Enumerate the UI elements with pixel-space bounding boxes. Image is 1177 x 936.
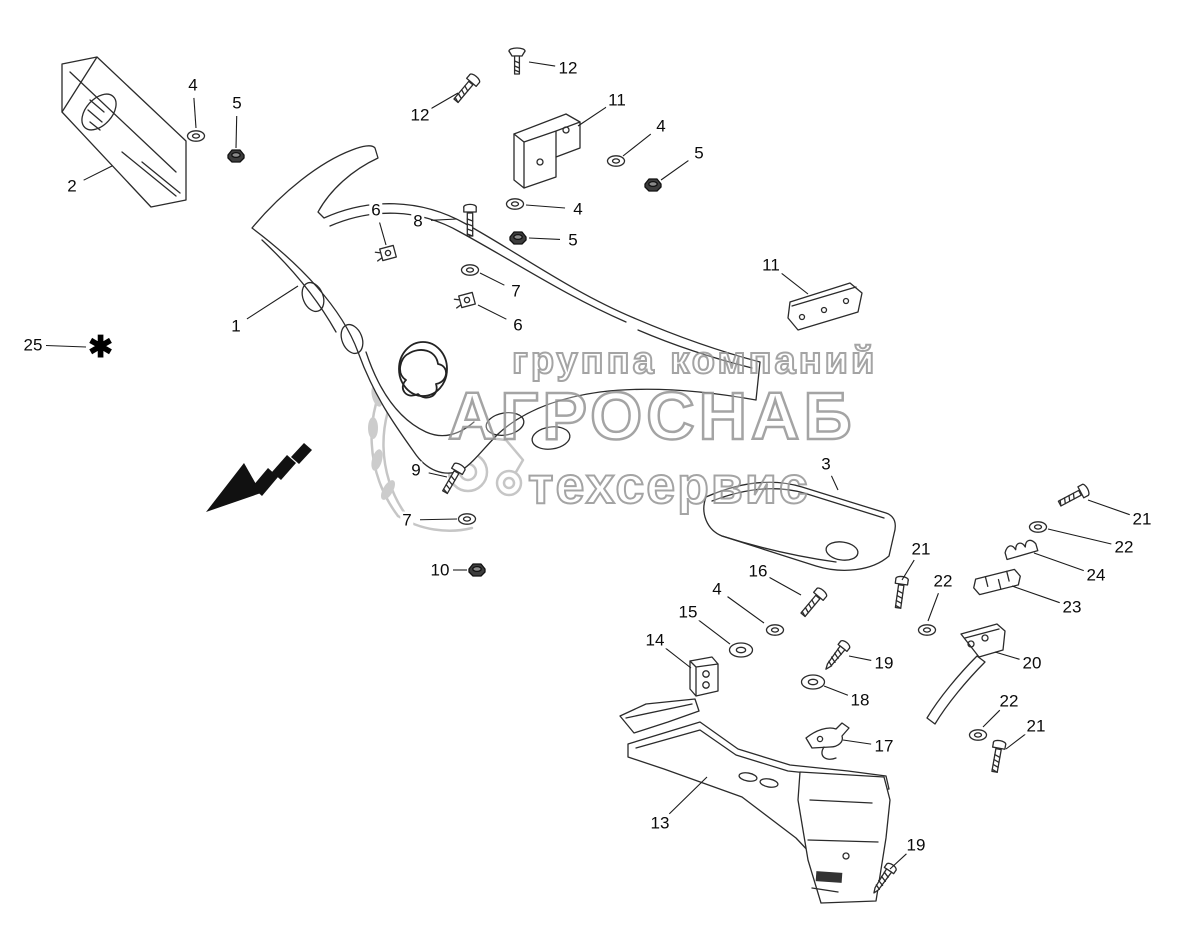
nut-5-icon — [227, 149, 245, 163]
part-2-side-panel — [61, 56, 187, 208]
bolt-16-icon — [797, 585, 829, 620]
nut-5-icon — [644, 178, 662, 192]
nut-10-icon — [468, 563, 486, 577]
bolt-21-icon — [987, 738, 1007, 774]
washer-18-icon — [800, 674, 826, 690]
bolt-21-icon — [1056, 482, 1092, 510]
bumper-emblem — [398, 341, 448, 399]
part-23-plate — [973, 568, 1021, 596]
washer-4-icon — [186, 130, 206, 142]
part-1-bumper — [251, 145, 761, 474]
part-20-bracket — [926, 623, 1006, 725]
washer-15-icon — [728, 642, 754, 658]
washer-22-icon — [917, 624, 937, 636]
bolt-21-icon — [891, 575, 910, 610]
washer-4-icon — [505, 198, 525, 210]
washer-7-icon — [457, 513, 477, 525]
direction-arrow — [206, 443, 312, 512]
screw-19-icon — [820, 638, 852, 674]
washer-7-icon — [460, 264, 480, 276]
part-17-bracket — [805, 722, 850, 760]
nut-5-icon — [509, 231, 527, 245]
washer-22-icon — [968, 729, 988, 741]
part-14-bracket — [689, 656, 719, 697]
footnote-asterisk-icon: ✱ — [88, 331, 114, 364]
part-24-clip — [1004, 539, 1039, 561]
part-11-bracket-right — [787, 282, 863, 331]
bolt-12-icon — [450, 71, 482, 106]
washer-4-icon — [765, 624, 785, 636]
washer-4-icon — [606, 155, 626, 167]
part-13-lower-deflector — [619, 698, 891, 904]
part-11-bracket-top — [513, 113, 581, 189]
part-3-end-cap — [703, 481, 896, 571]
screw-12-icon — [508, 47, 526, 75]
washer-22-icon — [1028, 521, 1048, 533]
